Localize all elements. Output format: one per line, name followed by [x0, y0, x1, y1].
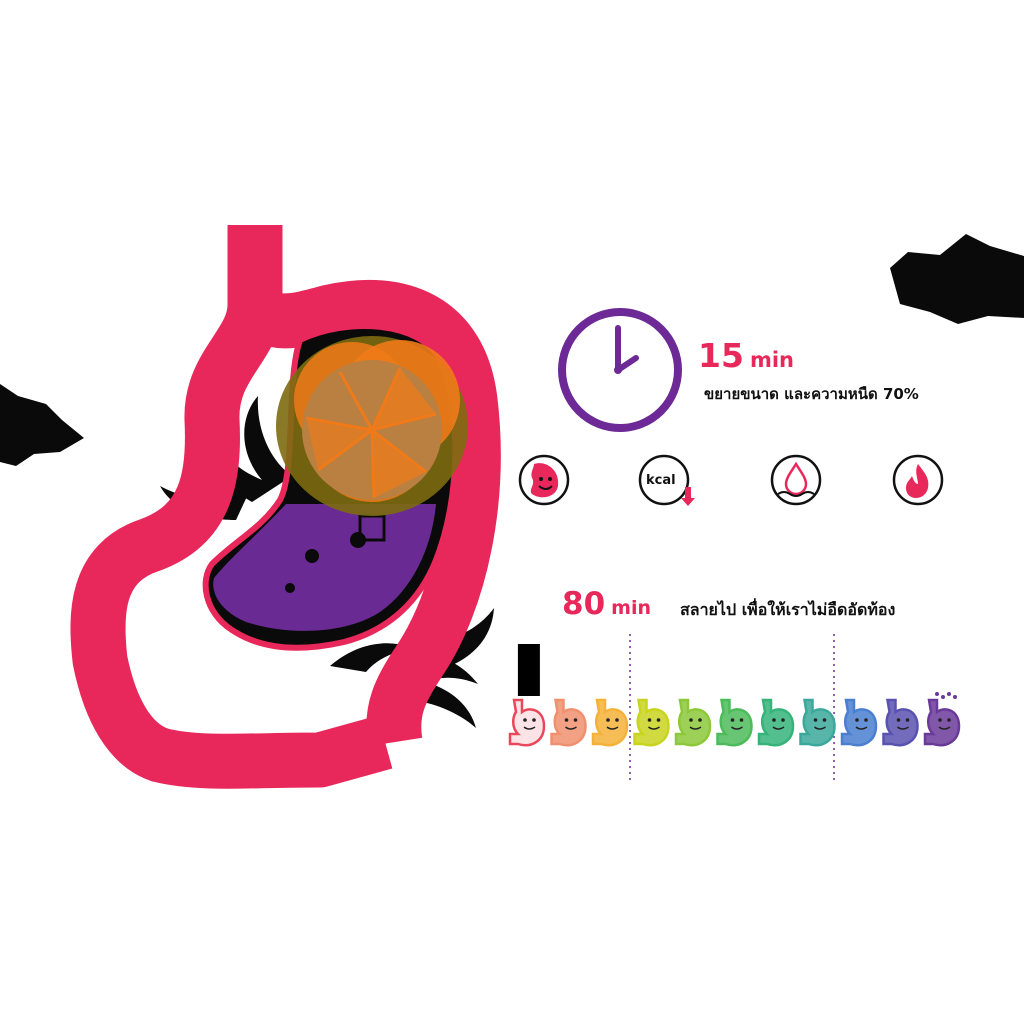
bubble-icon	[935, 692, 939, 696]
bubble-icon	[941, 695, 945, 699]
kcal-label: kcal	[646, 473, 676, 488]
stomach-mood-icon	[591, 698, 629, 747]
clock-icon	[558, 308, 682, 432]
stomach-mood-icon	[550, 698, 587, 747]
timeline-progress-marker	[517, 644, 540, 696]
digestion-timeline	[497, 634, 973, 780]
bubble-icon	[947, 692, 951, 696]
swelling-pill-icon	[276, 336, 468, 516]
stage-2-description: สลายไป เพื่อให้เราไม่อืดอัดท้อง	[680, 600, 896, 619]
stomach-mood-icon	[799, 698, 836, 747]
stage-1-description: ขยายขนาด และความหนืด 70%	[704, 385, 919, 403]
stomach-mood-icon	[508, 698, 546, 747]
stomach-mood-icon	[633, 698, 670, 747]
bubble-icon	[953, 695, 957, 699]
stomach-mood-icon	[882, 698, 919, 747]
kcal-down-icon	[638, 454, 695, 506]
fire-burn-icon	[892, 454, 944, 506]
stomach-mood-icon	[757, 698, 795, 747]
happy-stomach-icon	[518, 454, 570, 506]
stomach-mood-icon	[716, 698, 753, 747]
stomach-mood-icon	[923, 692, 961, 747]
gel-content	[213, 504, 436, 631]
stomach-mood-strip	[508, 692, 961, 747]
stomach-mood-icon	[840, 698, 878, 747]
cloud-right-icon	[890, 234, 1024, 324]
cloud-left-icon	[0, 384, 84, 466]
water-drop-icon	[770, 454, 822, 506]
stomach-mood-icon	[674, 698, 712, 747]
